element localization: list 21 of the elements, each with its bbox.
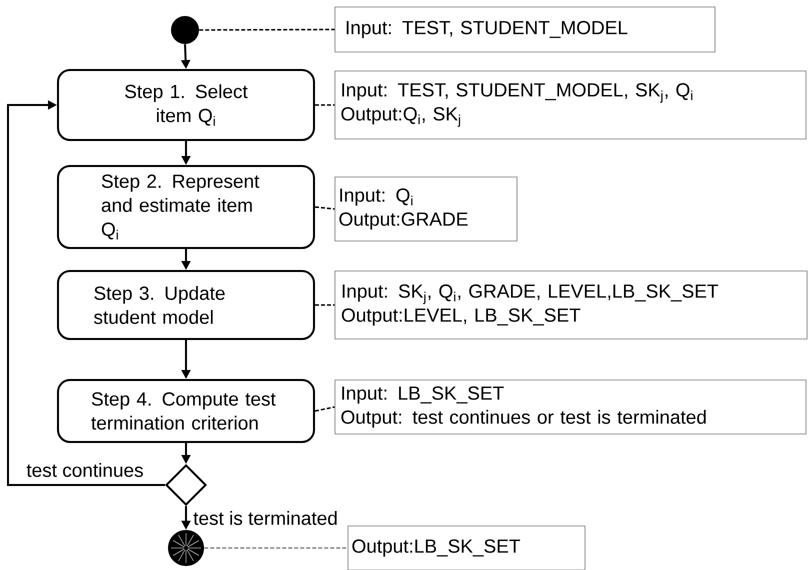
dashed-connector bbox=[314, 406, 335, 412]
activity-box: Step 2. Represent and estimate item Q$_{i}$ bbox=[57, 165, 315, 249]
activity-box: Step 1. Select item Q$_{i}$ bbox=[57, 69, 315, 141]
decision-diamond bbox=[165, 464, 207, 506]
edge-label: test continues bbox=[26, 463, 143, 477]
note-box: Input: Q$_{i}$ Output:GRADE bbox=[334, 176, 518, 242]
end-circle bbox=[168, 530, 204, 566]
dashed-connector bbox=[315, 104, 335, 106]
edge-label: test is terminated bbox=[193, 511, 337, 525]
dashed-connector bbox=[314, 206, 335, 210]
activity-box: Step 3. Update student model bbox=[57, 270, 315, 340]
note-box: Input: TEST, STUDENT_MODEL bbox=[334, 6, 716, 52]
loop-arrow bbox=[7, 100, 165, 486]
dashed-connector bbox=[315, 304, 335, 306]
note-box: Input: SK$_{j}$, Q$_{i}$, GRADE, LEVEL,LB_SK_SET Output:LEVEL, LB_SK_SET bbox=[334, 270, 808, 340]
activity-box: Step 4. Compute test termination criterion bbox=[57, 379, 315, 443]
dashed-connector bbox=[199, 28, 335, 31]
note-box: Input: LB_SK_SET Output: test continues or test is terminated bbox=[334, 380, 806, 434]
note-box: Input: TEST, STUDENT_MODEL, SK$_{j}$, Q$_{i}$ Output:Q$_{i}$, SK$_{j}$ bbox=[334, 70, 806, 140]
start-circle bbox=[171, 16, 199, 44]
note-box: Output:LB_SK_SET bbox=[348, 526, 586, 570]
